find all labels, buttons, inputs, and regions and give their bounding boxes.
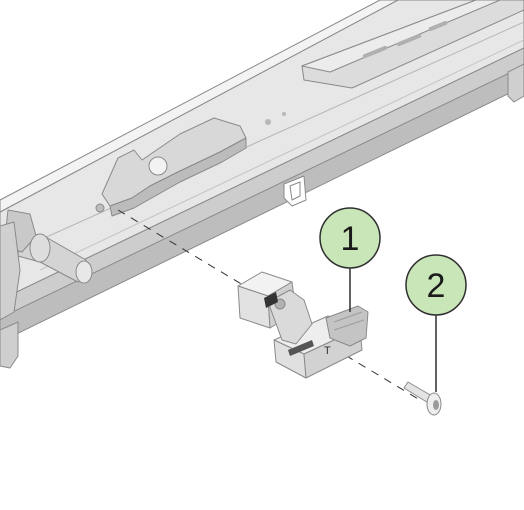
rail-hanging-tab-inner xyxy=(289,181,301,201)
callout-leaders xyxy=(349,268,437,392)
callout-2-label: 2 xyxy=(427,267,446,305)
callout-1-circle xyxy=(319,207,381,269)
screw-head-socket xyxy=(433,400,439,410)
rail-groove-line-2 xyxy=(39,39,524,271)
clip-tongue-rib xyxy=(333,311,363,323)
clip-marking xyxy=(264,292,278,308)
plate-slot-1 xyxy=(362,45,388,59)
rail-left-end xyxy=(0,221,21,321)
rail-groove-line xyxy=(0,21,524,259)
plate-slot-2 xyxy=(396,33,422,47)
callout-2-circle xyxy=(405,254,467,316)
rail-hole-2 xyxy=(282,112,286,116)
plate-slot-3 xyxy=(428,21,448,31)
rail-hook-bracket-side xyxy=(109,137,247,217)
rail-hole-1 xyxy=(265,119,271,125)
rail-lower-channel xyxy=(0,65,524,343)
bracket-clip: T xyxy=(237,271,369,379)
hook-bracket-hole xyxy=(148,156,168,176)
screw xyxy=(403,381,442,416)
rail-raised-plate-top xyxy=(301,0,501,73)
clip-front-marking xyxy=(288,340,314,356)
drawer-rail xyxy=(0,0,524,369)
hook-bracket-small-hole xyxy=(95,203,105,213)
rail-right-foot xyxy=(507,63,524,103)
callout-1-label: 1 xyxy=(341,220,360,258)
clip-tongue-rib-2 xyxy=(333,319,365,331)
rail-raised-plate xyxy=(301,0,524,89)
rail-left-foot xyxy=(0,321,19,369)
callout-2: 2 xyxy=(405,254,467,316)
rail-pin-collar-face xyxy=(29,233,51,263)
rail-upper-lip xyxy=(0,0,399,213)
callout-1: 1 xyxy=(319,207,381,269)
rail-pin-end xyxy=(75,260,93,284)
clip-t-mark: T xyxy=(324,345,331,357)
